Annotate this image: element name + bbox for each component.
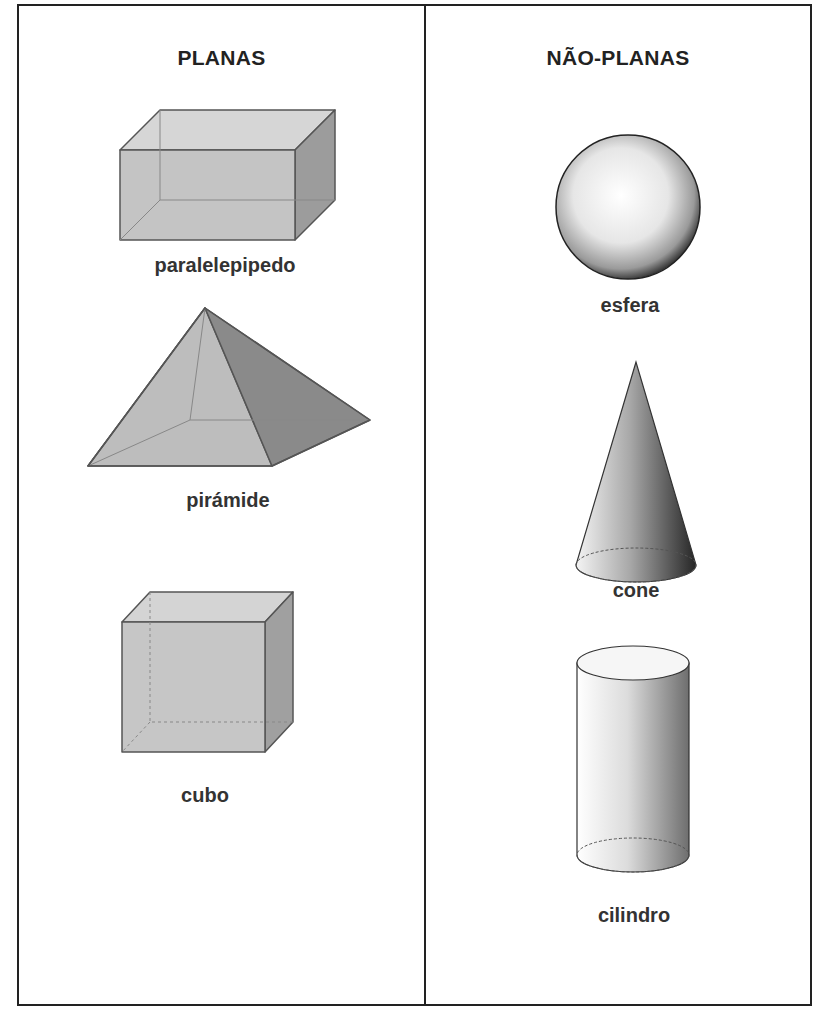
pyramid-solid — [88, 308, 370, 466]
shape-label-group: cilindro — [595, 903, 674, 927]
shape-label-group: cubo — [178, 783, 232, 807]
box-solid — [120, 110, 335, 240]
frame — [18, 5, 811, 1005]
cylinder-solid — [577, 646, 689, 872]
shape-label-group: pirámide — [183, 488, 273, 512]
cube-solid — [122, 592, 293, 752]
shape-name: pirámide — [183, 488, 273, 512]
shape-name: cone — [610, 578, 663, 602]
shape-name: cilindro — [595, 903, 674, 927]
column-heading: NÃO-PLANAS — [425, 46, 811, 70]
shape-label-group: esfera — [598, 293, 663, 317]
shape-label-group: paralelepipedo — [151, 253, 299, 277]
cone-solid — [576, 362, 696, 582]
shape-name: paralelepipedo — [151, 253, 299, 277]
sphere-solid — [556, 135, 700, 279]
shape-name: esfera — [598, 293, 663, 317]
divider — [424, 5, 426, 1005]
column-panel: NÃO-PLANAS esfera cone cilindro — [425, 5, 811, 1005]
column-panel: PLANAS paralelepipedo pirámide cubo — [18, 5, 425, 1005]
shape-name: cubo — [178, 783, 232, 807]
column-heading: PLANAS — [18, 46, 425, 70]
shape-label-group: cone — [610, 578, 663, 602]
